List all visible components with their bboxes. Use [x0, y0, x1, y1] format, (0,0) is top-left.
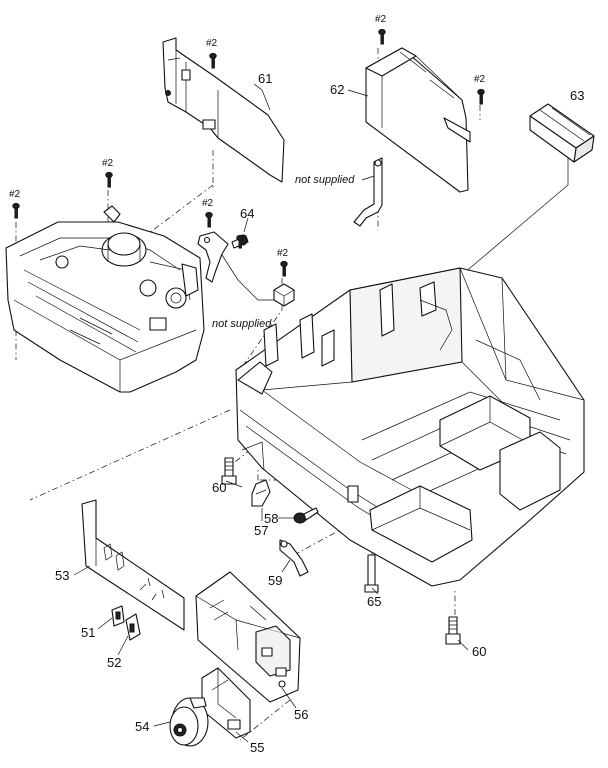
- callout-62: 62: [330, 82, 344, 97]
- callout-56: 56: [294, 707, 308, 722]
- part-53-plate: [81, 499, 185, 631]
- part-60-standoff-left: [221, 457, 237, 485]
- screw-s1: [209, 52, 217, 69]
- callout-58: 58: [264, 511, 278, 526]
- screw-s8: [236, 234, 244, 249]
- callout-60-right: 60: [472, 644, 486, 659]
- part-65-pin: [364, 554, 379, 593]
- callout-61: 61: [258, 71, 272, 86]
- part-63-block: [529, 103, 595, 163]
- callout-53: 53: [55, 568, 69, 583]
- callout-65: 65: [367, 594, 381, 609]
- part-60-standoff-right: [445, 616, 461, 645]
- callout-52: 52: [107, 655, 121, 670]
- part-51-clip: [111, 605, 125, 627]
- screw-label-s5: #2: [9, 189, 21, 200]
- screw-label-s1: #2: [206, 38, 218, 49]
- callout-55: 55: [250, 740, 264, 755]
- part-61-shield-plate: [162, 37, 285, 183]
- callout-labels: 61 62 63 64 60 57 58 59 53 51 52 54 55 5…: [55, 71, 584, 755]
- screw-s2: [378, 28, 386, 45]
- callout-59: 59: [268, 573, 282, 588]
- screw-label-s2: #2: [375, 14, 387, 25]
- part-57-clip: [251, 479, 271, 507]
- part-58-screw: [293, 507, 319, 524]
- part-56-circuit-board: [195, 571, 301, 703]
- leader-64: [221, 254, 285, 301]
- screw-s7: [280, 260, 288, 277]
- screw-s3: [477, 88, 485, 105]
- screw-label-s6: #2: [202, 198, 214, 209]
- bracket-not-supplied-top: [353, 157, 383, 227]
- part-54-motor: [169, 697, 209, 747]
- screw-labels: #2 #2 #2 #2 #2 #2 #2: [9, 14, 486, 259]
- screw-s6: [205, 211, 213, 228]
- screw-s4: [105, 171, 113, 188]
- callout-60-left: 60: [212, 480, 226, 495]
- note-not-supplied-top: not supplied: [295, 174, 355, 186]
- screw-label-s3: #2: [474, 74, 486, 85]
- callout-51: 51: [81, 625, 95, 640]
- part-59-lever: [279, 539, 309, 577]
- component-not-supplied-mid: [273, 283, 295, 307]
- main-chassis: [235, 267, 585, 587]
- note-not-supplied-mid: not supplied: [212, 318, 272, 330]
- screw-s5: [12, 202, 20, 219]
- leader-63: [449, 145, 569, 286]
- part-52-clip: [125, 613, 141, 641]
- callout-57: 57: [254, 523, 268, 538]
- callout-54: 54: [135, 719, 149, 734]
- mechanism-assembly: [5, 205, 205, 393]
- callout-leaders: [73, 83, 469, 743]
- callout-63: 63: [570, 88, 584, 103]
- callout-64: 64: [240, 206, 254, 221]
- part-62-box-module: [365, 47, 471, 193]
- screw-label-s7: #2: [277, 248, 289, 259]
- screw-label-s4: #2: [102, 158, 114, 169]
